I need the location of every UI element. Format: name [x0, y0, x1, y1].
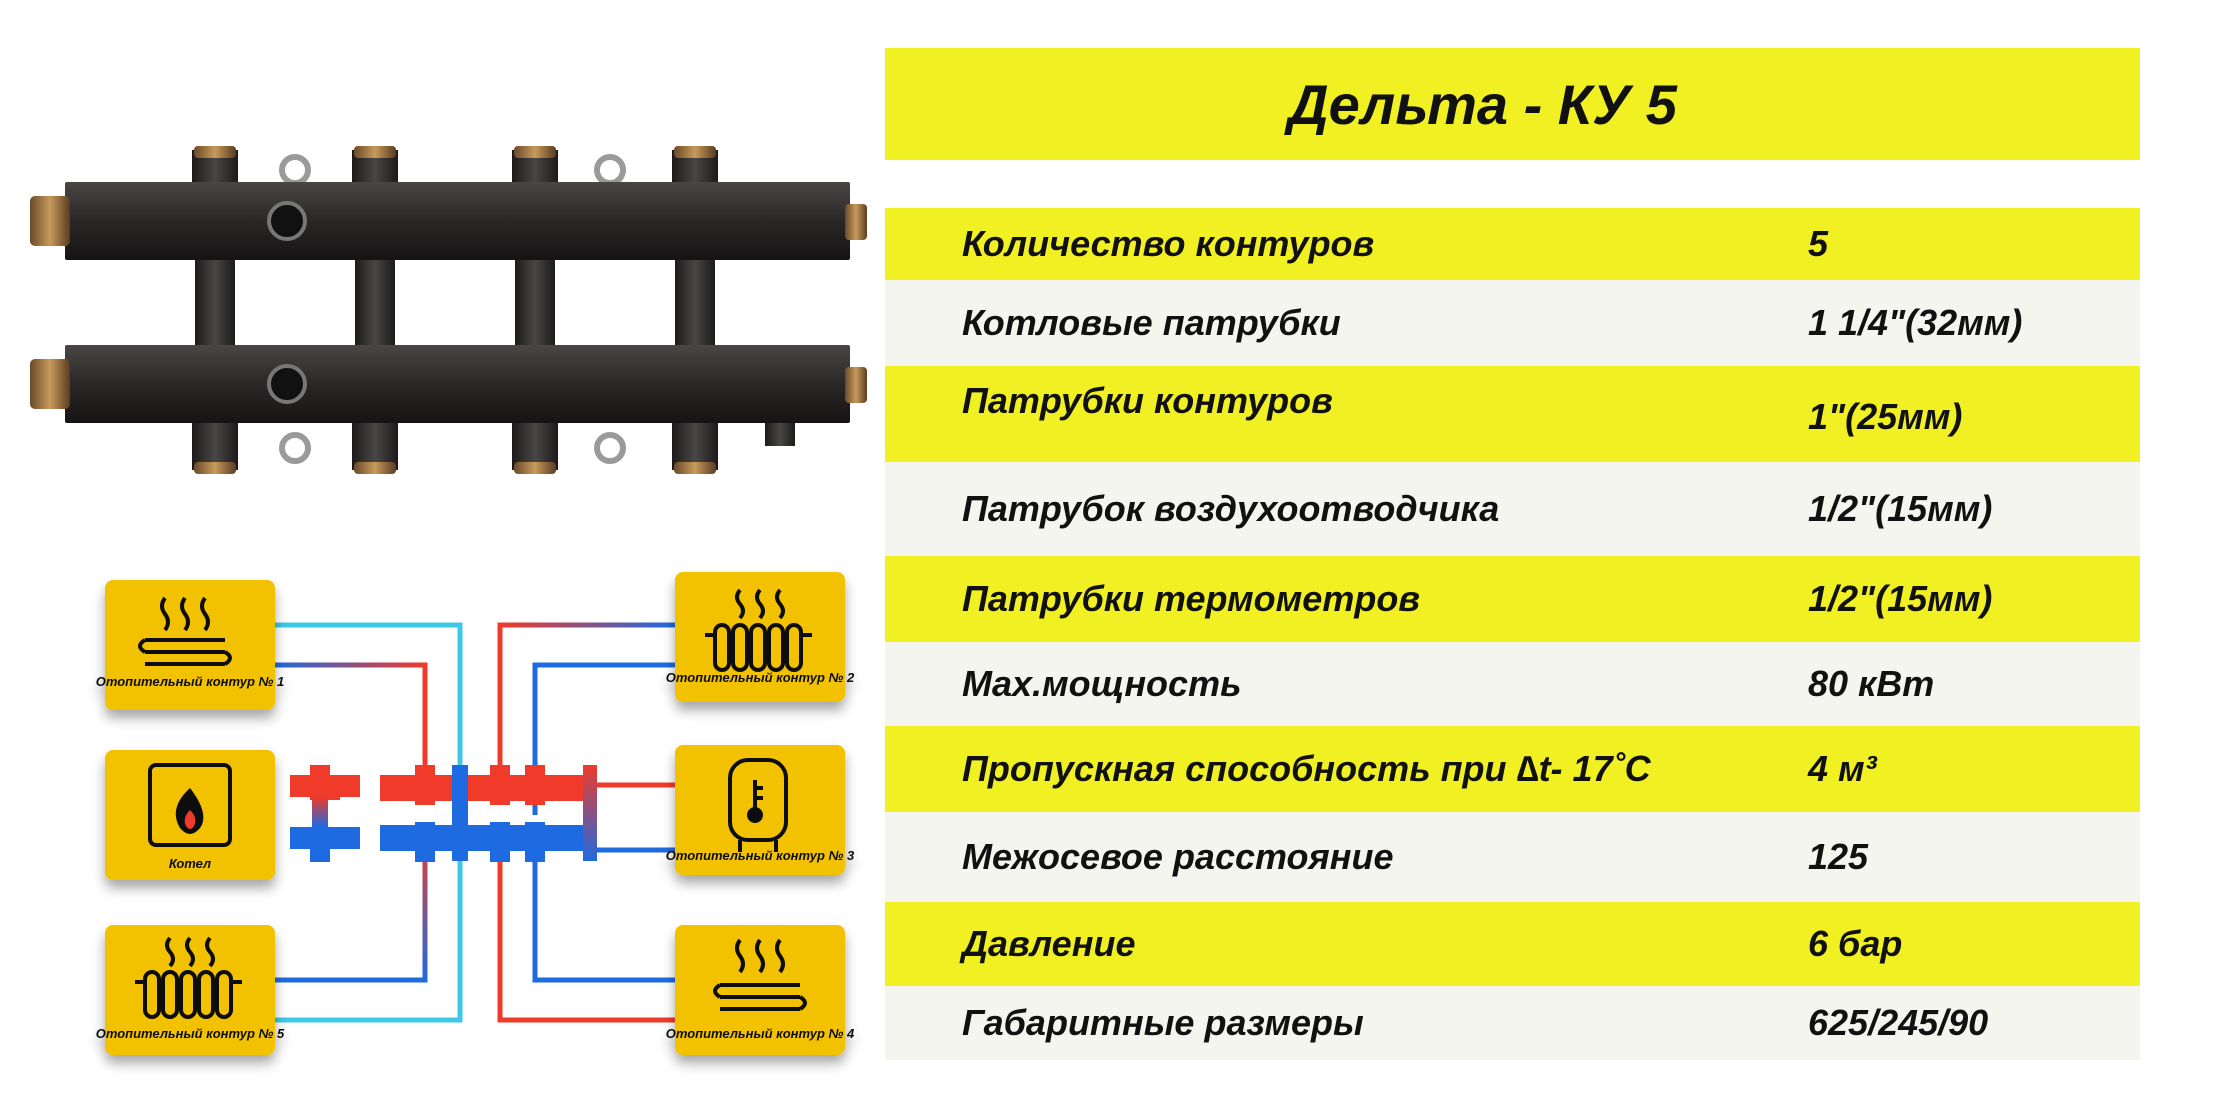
- spec-row: Давление 6 бар: [885, 902, 2140, 986]
- contour-3-box: Отопительный контур № 3: [666, 745, 855, 875]
- spec-row: Патрубок воздухоотводчика 1/2"(15мм): [885, 462, 2140, 556]
- spec-value: 1 1/4"(32мм): [1808, 302, 2023, 343]
- title-band: Дельта - КУ 5: [885, 48, 2140, 160]
- contour-4-box: Отопительный контур № 4: [666, 925, 855, 1055]
- spec-row: Количество контуров 5: [885, 208, 2140, 280]
- spec-label: Габаритные размеры: [962, 1002, 1364, 1043]
- spec-label: Межосевое расстояние: [962, 836, 1394, 877]
- spec-label: Количество контуров: [962, 223, 1375, 264]
- contour-2-label: Отопительный контур № 2: [666, 670, 855, 685]
- contour-1-label: Отопительный контур № 1: [96, 674, 285, 689]
- water-heater-icon: [728, 758, 788, 852]
- boiler-box: Котел: [105, 750, 275, 880]
- contour-1-box: Отопительный контур № 1: [96, 580, 285, 710]
- spec-value: 80 кВт: [1808, 663, 1935, 704]
- manifold-photo: [30, 146, 867, 474]
- lower-header: [30, 345, 867, 423]
- spec-value: 4 м³: [1808, 748, 1877, 789]
- spec-value: 1/2"(15мм): [1808, 578, 1993, 619]
- contour-5-box: Отопительный контур № 5: [96, 925, 285, 1055]
- spec-value: 5: [1808, 223, 1829, 264]
- spec-row: Котловые патрубки 1 1/4"(32мм): [885, 280, 2140, 366]
- spec-row: Межосевое расстояние 125: [885, 812, 2140, 902]
- boiler-icon: [148, 763, 232, 847]
- bottom-nozzles: [192, 420, 795, 474]
- spec-row: Max.мощность 80 кВт: [885, 642, 2140, 726]
- floor-heating-icon: [138, 596, 232, 666]
- connection-scheme: Отопительный контур № 1 Отопительный кон…: [96, 572, 855, 1055]
- spec-label: Max.мощность: [962, 663, 1242, 704]
- spec-label: Котловые патрубки: [962, 302, 1341, 343]
- spec-value: 125: [1808, 836, 1869, 877]
- spec-value: 6 бар: [1808, 923, 1903, 964]
- spec-value: 1"(25мм): [1808, 396, 1963, 437]
- spec-row: Патрубки термометров 1/2"(15мм): [885, 556, 2140, 642]
- spec-row: Патрубки контуров 1"(25мм): [885, 366, 2140, 462]
- spec-label: Патрубки термометров: [962, 578, 1421, 619]
- contour-3-label: Отопительный контур № 3: [666, 848, 855, 863]
- spec-value: 1/2"(15мм): [1808, 488, 1993, 529]
- contour-5-label: Отопительный контур № 5: [96, 1026, 285, 1041]
- spec-value: 625/245/90: [1808, 1002, 1989, 1043]
- spec-table: Количество контуров 5 Котловые патрубки …: [885, 208, 2140, 1060]
- upper-header: [30, 182, 867, 260]
- contour-2-box: Отопительный контур № 2: [666, 572, 855, 702]
- spec-label: Пропускная способность при ∆t- 17˚С: [962, 748, 1651, 789]
- pipes: [275, 622, 675, 1023]
- radiator-icon: [135, 936, 242, 1019]
- radiator-icon: [705, 588, 812, 672]
- spec-row: Габаритные размеры 625/245/90: [885, 986, 2140, 1060]
- spec-label: Патрубки контуров: [962, 380, 1333, 421]
- spec-label: Давление: [962, 923, 1136, 964]
- product-title: Дельта - КУ 5: [1288, 72, 1677, 136]
- spec-row: Пропускная способность при ∆t- 17˚С 4 м³: [885, 726, 2140, 812]
- spec-label: Патрубок воздухоотводчика: [962, 488, 1500, 529]
- floor-heating-icon: [713, 938, 807, 1011]
- boiler-label: Котел: [169, 856, 211, 871]
- contour-4-label: Отопительный контур № 4: [666, 1026, 855, 1041]
- scheme-manifold: [290, 765, 597, 862]
